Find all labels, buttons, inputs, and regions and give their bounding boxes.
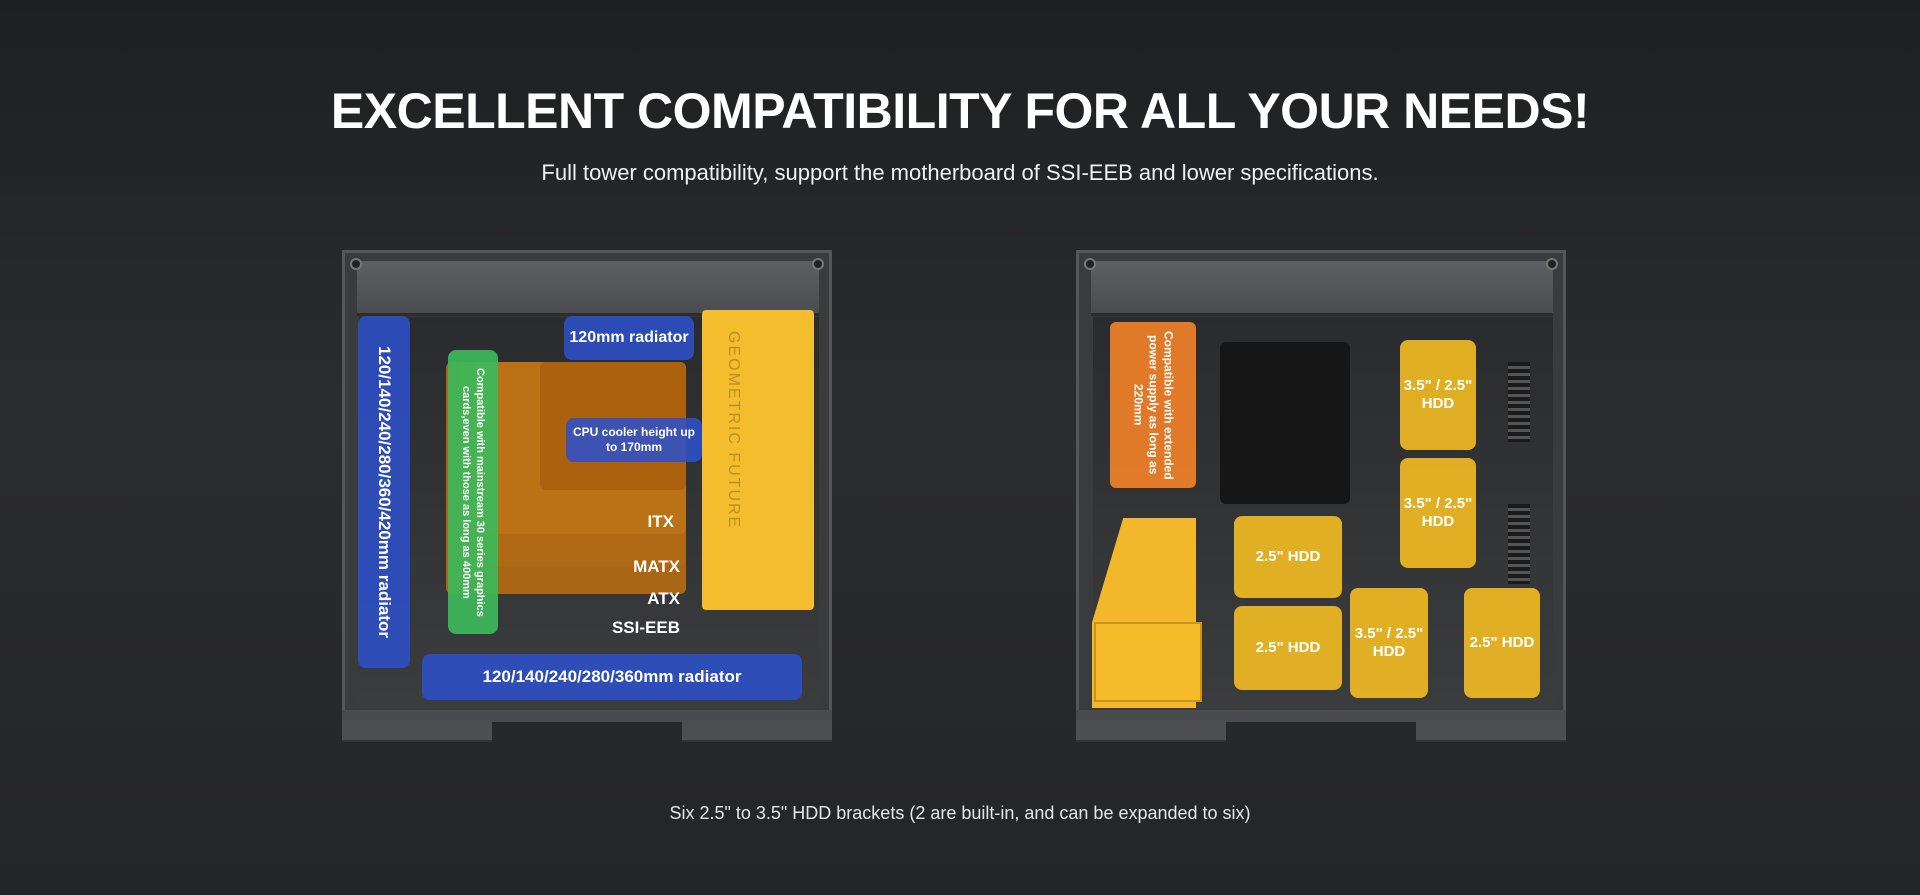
case-front-view: GEOMETRIC FUTURE ITX MATX ATX SSI-EEB CP… <box>342 250 832 742</box>
top-panel <box>1091 261 1553 316</box>
screw-icon <box>350 258 362 270</box>
hdd-bay: 3.5" / 2.5" HDD <box>1400 458 1476 568</box>
footnote: Six 2.5" to 3.5" HDD brackets (2 are bui… <box>669 803 1251 823</box>
case-rear-view: Compatible with extended power supply as… <box>1076 250 1566 742</box>
bottom-rail <box>1076 710 1566 722</box>
case-foot <box>342 720 492 742</box>
bottom-rail <box>342 710 832 722</box>
screw-icon <box>812 258 824 270</box>
psu-support-label: Compatible with extended power supply as… <box>1131 330 1176 480</box>
hdd-bay: 2.5" HDD <box>1464 588 1540 698</box>
screw-icon <box>1546 258 1558 270</box>
hdd-bay: 3.5" / 2.5" HDD <box>1400 340 1476 450</box>
case-foot <box>1416 720 1566 742</box>
graphics-card <box>702 310 814 610</box>
bottom-radiator-label: 120/140/240/280/360mm radiator <box>422 654 802 700</box>
brand-logo: GEOMETRIC FUTURE <box>725 330 742 530</box>
mb-label-ssi-eeb: SSI-EEB <box>611 618 680 637</box>
top-radiator-label: 120mm radiator <box>564 316 694 360</box>
mb-label-itx: ITX <box>647 512 674 531</box>
psu-support: Compatible with extended power supply as… <box>1110 322 1196 488</box>
mb-label-atx: ATX <box>647 589 680 608</box>
page-subtitle: Full tower compatibility, support the mo… <box>541 160 1379 185</box>
gpu-support-label: Compatible with mainstream 30 series gra… <box>460 367 486 617</box>
side-vent <box>1508 504 1530 584</box>
case-foot <box>682 720 832 742</box>
hdd-bay: 2.5" HDD <box>1234 606 1342 690</box>
cpu-cooler-label: CPU cooler height up to 170mm <box>566 418 702 462</box>
cable-cutout <box>1220 342 1350 504</box>
page-title: EXCELLENT COMPATIBILITY FOR ALL YOUR NEE… <box>330 83 1590 139</box>
screw-icon <box>1084 258 1096 270</box>
psu-bay <box>1094 622 1202 702</box>
top-panel <box>357 261 819 316</box>
hdd-bay: 3.5" / 2.5" HDD <box>1350 588 1428 698</box>
gpu-support: Compatible with mainstream 30 series gra… <box>448 350 498 634</box>
front-radiator-label: 120/140/240/280/360/420mm radiator <box>375 345 394 639</box>
hdd-bay: 2.5" HDD <box>1234 516 1342 598</box>
side-vent <box>1508 362 1530 442</box>
case-foot <box>1076 720 1226 742</box>
front-radiator: 120/140/240/280/360/420mm radiator <box>358 316 410 668</box>
mb-label-matx: MATX <box>633 557 680 576</box>
